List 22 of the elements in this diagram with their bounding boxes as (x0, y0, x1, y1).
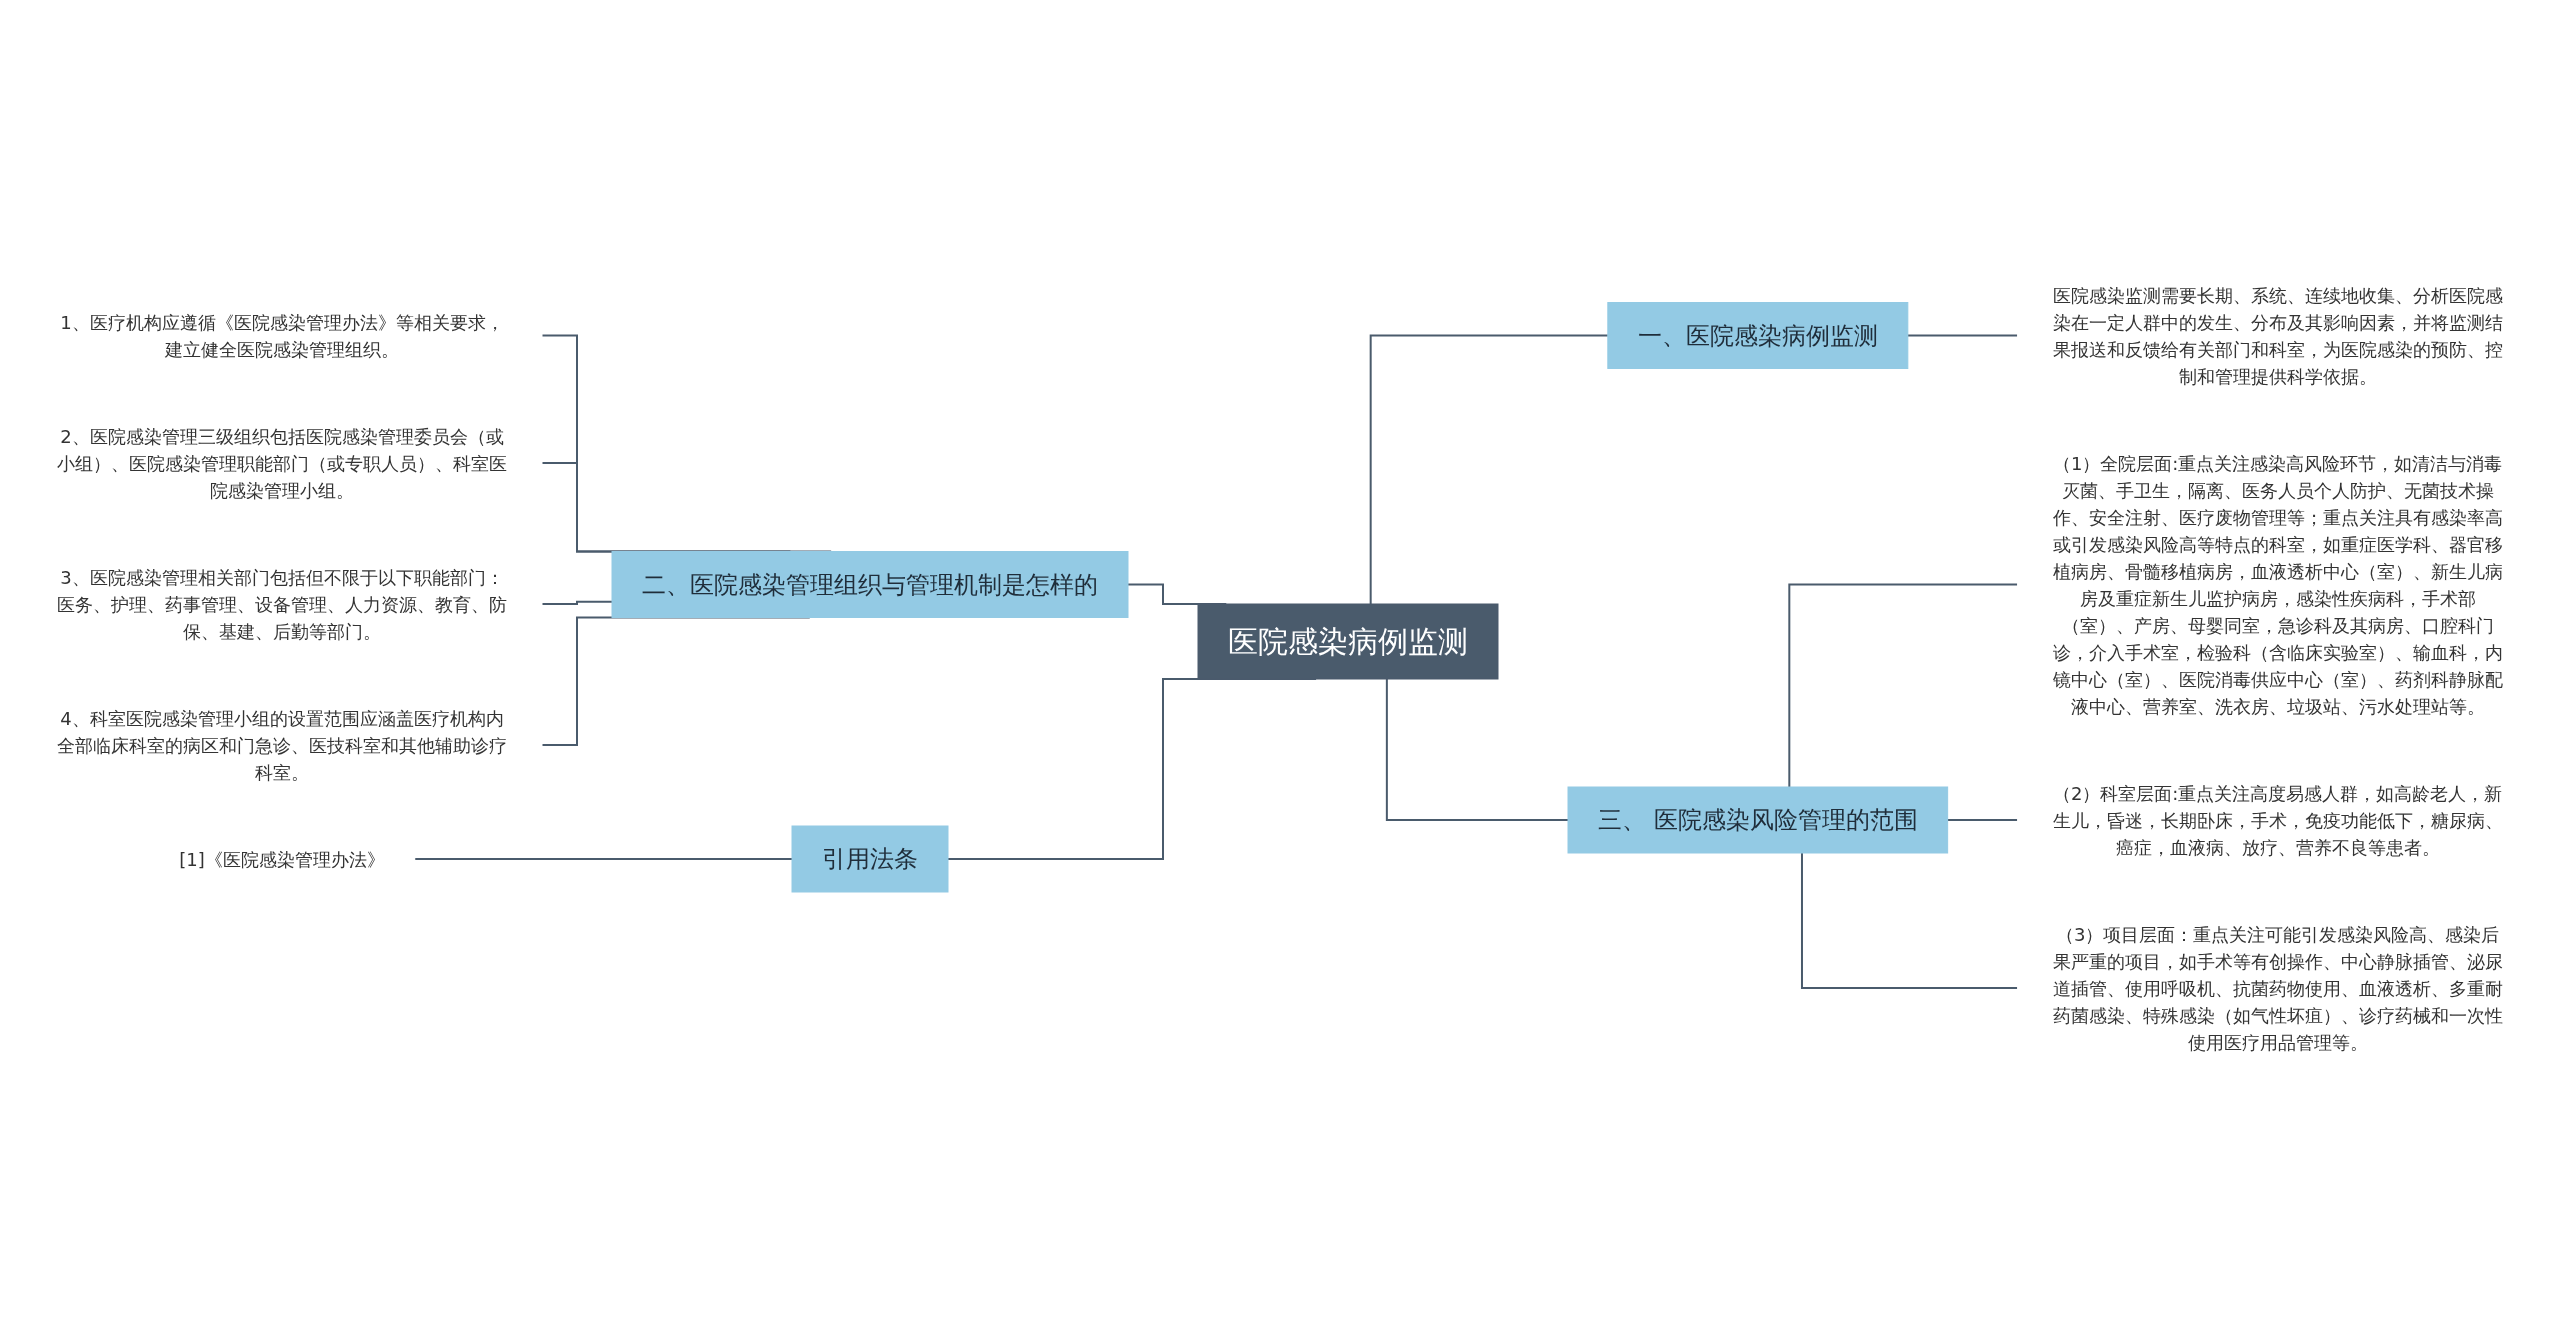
node-box: 二、医院感染管理组织与管理机制是怎样的 (611, 551, 1129, 618)
connector (413, 858, 794, 860)
node-text: 2、医院感染管理三级组织包括医院感染管理委员会（或小组）、医院感染管理职能部门（或专职人员）、科室医院感染管理小组。 (57, 425, 508, 501)
connector (1369, 334, 1609, 605)
connector (1801, 852, 2019, 989)
node-box: 三、 医院感染风险管理的范围 (1567, 786, 1949, 854)
node-box: 引用法条 (791, 825, 949, 893)
node-box: 医院感染病例监测 (1197, 603, 1499, 680)
node-text: 1、医疗机构应遵循《医院感染管理办法》等相关要求，建立健全医院感染管理组织。 (60, 311, 504, 360)
connector (1386, 678, 1570, 821)
node-text: （2）科室层面:重点关注高度易感人群，如高龄老人，新生儿，昏迷，长期卧床，手术，免疫功能低下，糖尿病、癌症，血液病、放疗、营养不良等患者。 (2052, 782, 2503, 858)
connector (1788, 583, 2019, 788)
node-text: 3、医院感染管理相关部门包括但不限于以下职能部门：医务、护理、药事管理、设备管理、人力资源、教育、防保、基建、后勤等部门。 (57, 566, 508, 642)
connector (1946, 819, 2019, 821)
connector (1907, 334, 2019, 337)
node-box: 一、医院感染病例监测 (1607, 302, 1909, 369)
connector (541, 600, 614, 605)
node-text: 医院感染监测需要长期、系统、连续地收集、分析医院感染在一定人群中的发生、分布及其影响因素，并将监测结果报送和反馈给有关部门和科室，为医院感染的预防、控制和管理提供科学依据。 (2052, 284, 2503, 387)
node-text: （3）项目层面：重点关注可能引发感染风险高、感染后果严重的项目，如手术等有创操作、中心静脉插管、泌尿道插管、使用呼吸机、抗菌药物使用、血液透析、多重耐药菌感染、特殊感染（如气性坏疽）、诊疗药械和一次性使用医疗用品管理等。 (2052, 923, 2503, 1053)
node-text: （1）全院层面:重点关注感染高风险环节，如清洁与消毒灭菌、手卫生，隔离、医务人员个人防护、无菌技术操作、安全注射、医疗废物管理等；重点关注具有感染率高或引发感染风险高等特点的科室，如重症医学科、器官移植病房、骨髓移植病房，血液透析中心（室）、新生儿病房及重症新生儿监护病房，感染性疾病科，手术部（室）、产房、母婴同室，急诊科及其病房、口腔科门诊，介入手术室，检验科（含临床实验室）、输血科，内镜中心（室）、医院消毒供应中心（室）、药剂科静脉配液中心、营养室、洗衣房、垃圾站、污水处理站等。 (2052, 452, 2503, 717)
node-text: [1]《医院感染管理办法》 (179, 848, 385, 870)
node-text: 4、科室医院感染管理小组的设置范围应涵盖医疗机构内全部临床科室的病区和门急诊、医技科室和其他辅助诊疗科室。 (57, 707, 508, 783)
